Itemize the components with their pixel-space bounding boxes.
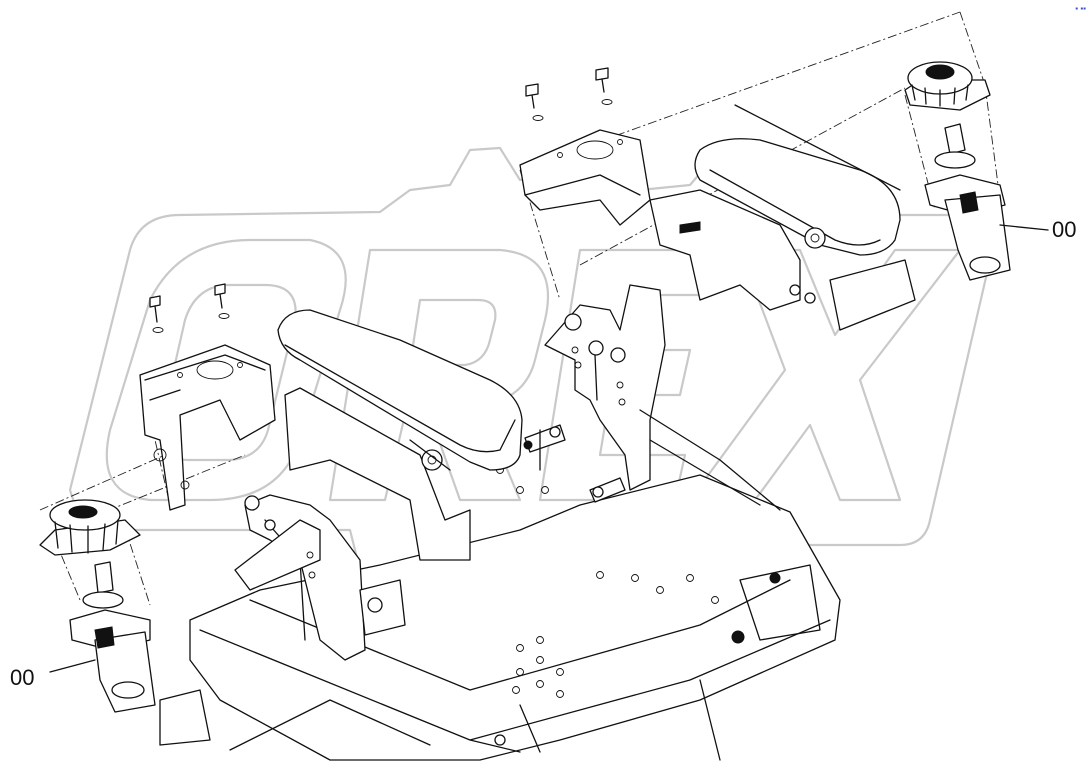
left-armrest-cushion xyxy=(277,309,566,561)
watermark-letter-r xyxy=(328,248,550,502)
right-armrest-cushion xyxy=(649,104,916,331)
left-armrest-column xyxy=(234,494,406,661)
callout-label-left: 00 xyxy=(10,665,34,690)
right-seat-suspension-damper xyxy=(904,61,1049,281)
left-mounting-bracket xyxy=(139,344,276,511)
right-mounting-bracket xyxy=(519,129,651,226)
central-console-bracket xyxy=(539,284,781,511)
corner-mark: ▪ ▪▪ xyxy=(1075,4,1086,13)
left-bolts xyxy=(149,283,230,333)
callout-label-right: 00 xyxy=(1052,217,1076,242)
right-bolts xyxy=(525,67,613,121)
left-seat-suspension-damper xyxy=(39,499,156,713)
